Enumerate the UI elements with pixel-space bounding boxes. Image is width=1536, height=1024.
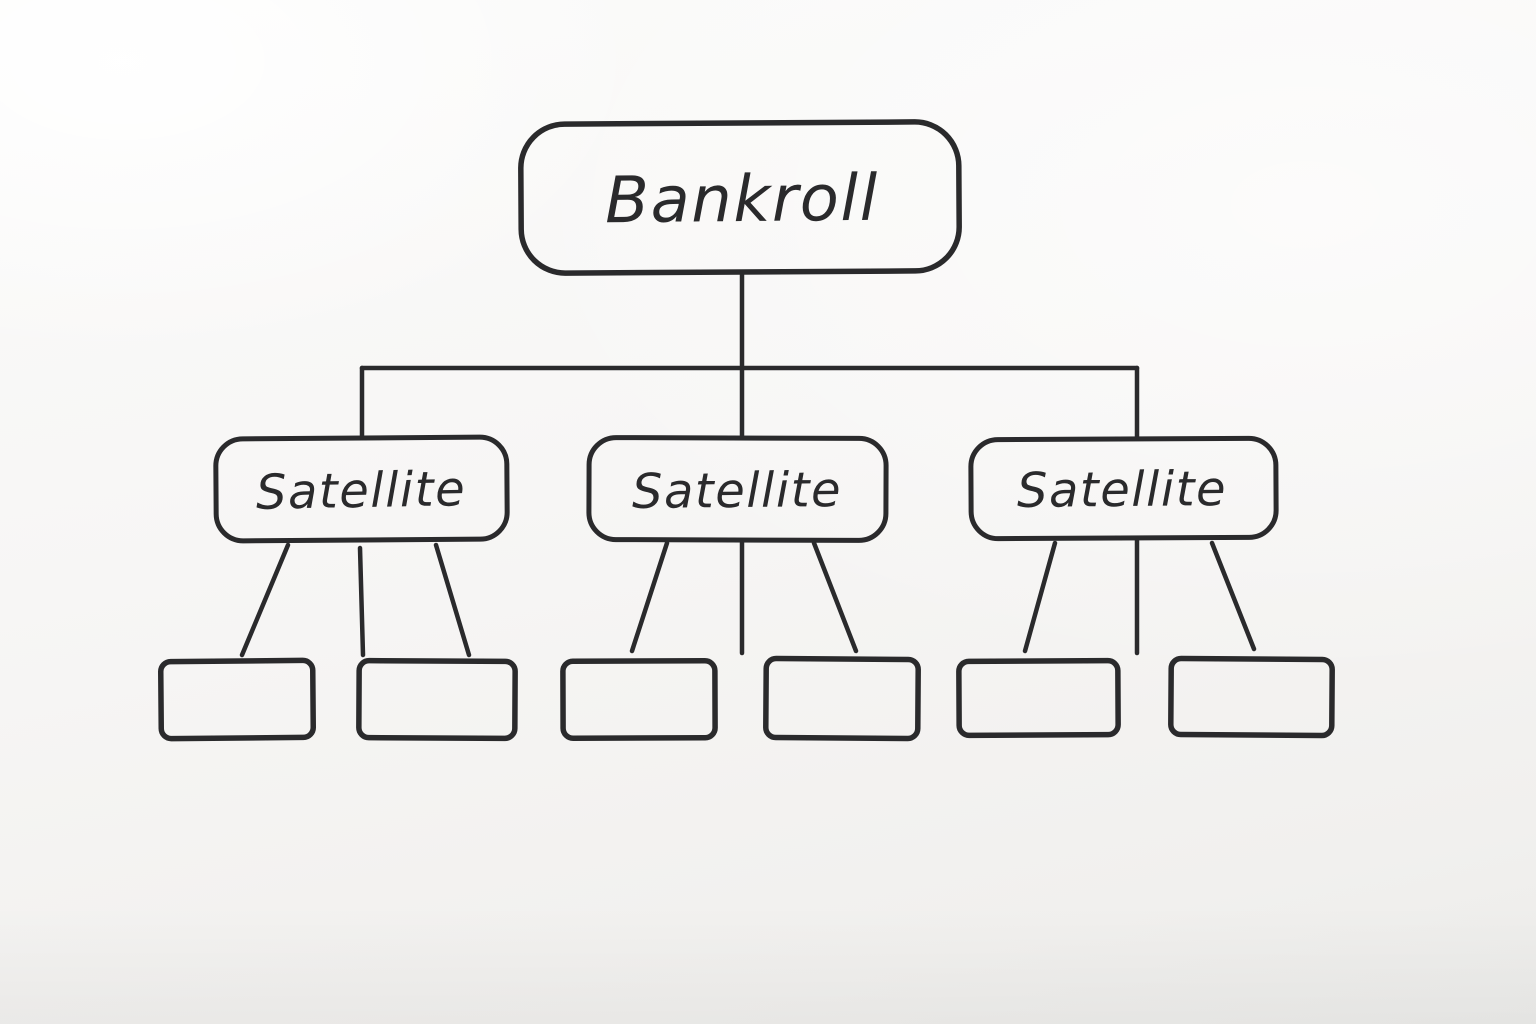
leaf-box-6 xyxy=(1168,655,1335,739)
satellite-1-leg-right xyxy=(433,542,472,658)
satellite-1-label: Satellite xyxy=(256,461,467,521)
satellite-1-box xyxy=(213,434,510,544)
leaf-box-5 xyxy=(956,657,1121,739)
bankroll-label: Bankroll xyxy=(605,162,879,238)
satellite-3-box xyxy=(968,435,1279,542)
satellite-3-label: Satellite xyxy=(1017,461,1228,519)
satellite-1-leg-middle xyxy=(357,545,366,658)
node-labels: Bankroll Satellite Satellite Satellite xyxy=(256,162,1228,521)
satellite-2-leg-left xyxy=(629,540,670,654)
satellite-2-leg-right xyxy=(811,540,859,654)
satellite-3-leg-right xyxy=(1209,540,1257,652)
bankroll-box xyxy=(518,119,962,276)
leaf-box-2 xyxy=(356,657,518,742)
connector-lines xyxy=(239,269,1257,658)
leaf-box-3 xyxy=(560,658,718,741)
leaf-box-1 xyxy=(158,657,317,742)
satellite-1-leg-left xyxy=(239,542,291,658)
node-boxes xyxy=(158,119,1335,742)
satellite-2-box xyxy=(586,435,889,543)
satellite-3-leg-left xyxy=(1022,540,1058,654)
leaf-box-4 xyxy=(763,655,921,742)
satellite-2-label: Satellite xyxy=(632,462,843,520)
